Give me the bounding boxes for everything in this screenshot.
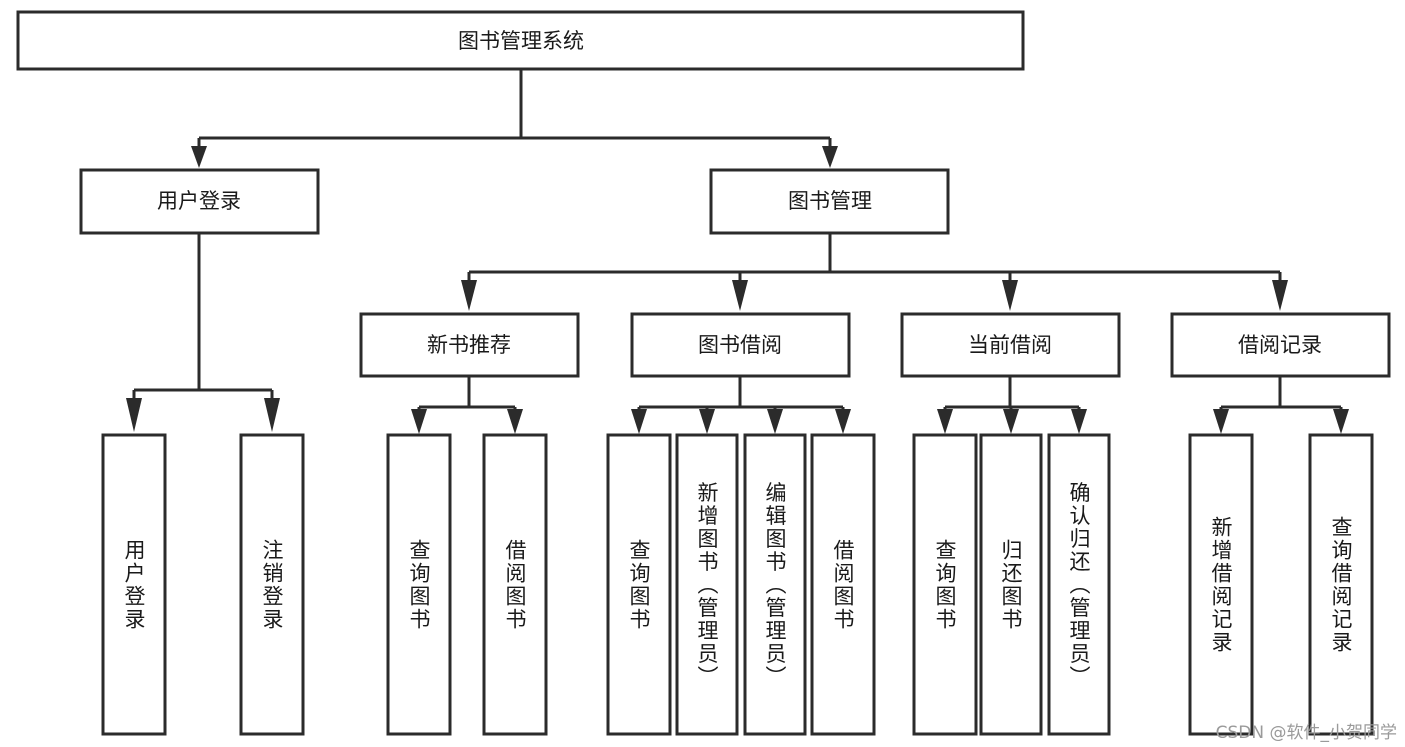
node-user-login-box[interactable] (79, 168, 320, 235)
connector-group-book-borrow (631, 376, 851, 434)
node-leaf-borrow-lend-book[interactable]: 借阅图书 (810, 433, 876, 736)
node-book-manage-box[interactable] (709, 168, 950, 235)
arrow-head-book-manage (822, 146, 838, 168)
node-leaf-borrow-edit-book-box[interactable] (743, 433, 807, 736)
arrow-head-leaf-rec-query-book (411, 409, 427, 434)
node-leaf-user-login-box[interactable] (101, 433, 167, 736)
node-leaf-rec-query-book-box[interactable] (386, 433, 452, 736)
node-leaf-user-logout-label: 注销登录 (260, 539, 284, 631)
node-leaf-rec-query-book-label: 查询图书 (407, 539, 431, 631)
node-leaf-borrow-lend-book-label: 借阅图书 (831, 539, 855, 631)
node-leaf-rec-add-record-box[interactable] (1188, 433, 1254, 736)
node-leaf-cur-confirm-return-box[interactable] (1047, 433, 1111, 736)
node-leaf-user-logout[interactable]: 注销登录 (239, 433, 305, 736)
node-new-book-recommend[interactable]: 新书推荐 (359, 312, 580, 378)
node-leaf-rec-borrow-book-box[interactable] (482, 433, 548, 736)
node-leaf-cur-confirm-return[interactable]: 确认归还（管理员） (1047, 433, 1111, 736)
node-book-manage[interactable]: 图书管理 (709, 168, 950, 235)
node-leaf-rec-query-record-label: 查询借阅记录 (1329, 516, 1353, 654)
connector-group-borrow-record (1213, 376, 1349, 434)
node-borrow-record[interactable]: 借阅记录 (1170, 312, 1391, 378)
node-new-book-recommend-label: 新书推荐 (427, 333, 511, 357)
node-root-box[interactable] (16, 10, 1025, 71)
node-book-borrow-box[interactable] (630, 312, 851, 378)
arrow-head-leaf-user-login (126, 398, 142, 432)
node-user-login-label: 用户登录 (157, 189, 241, 213)
node-leaf-borrow-edit-book[interactable]: 编辑图书（管理员） (743, 433, 807, 736)
arrow-head-leaf-borrow-edit-book (767, 409, 783, 434)
arrow-head-borrow-record (1272, 280, 1288, 311)
node-leaf-borrow-add-book[interactable]: 新增图书（管理员） (675, 433, 739, 736)
node-leaf-rec-borrow-book-label: 借阅图书 (503, 539, 527, 631)
node-root[interactable]: 图书管理系统 (16, 10, 1025, 71)
node-new-book-recommend-box[interactable] (359, 312, 580, 378)
arrow-head-book-borrow (732, 280, 748, 311)
arrow-head-leaf-cur-return-book (1003, 409, 1019, 434)
node-leaf-cur-query-book[interactable]: 查询图书 (912, 433, 978, 736)
arrow-head-leaf-rec-query-record (1333, 409, 1349, 434)
arrow-head-leaf-borrow-lend-book (835, 409, 851, 434)
node-leaf-borrow-query-book-label: 查询图书 (627, 539, 651, 631)
connector-group-current-borrow (937, 376, 1087, 434)
node-book-borrow[interactable]: 图书借阅 (630, 312, 851, 378)
node-leaf-borrow-query-book-box[interactable] (606, 433, 672, 736)
node-leaf-cur-query-book-label: 查询图书 (933, 539, 957, 631)
node-leaf-rec-query-record-box[interactable] (1308, 433, 1374, 736)
arrow-head-leaf-cur-confirm-return (1071, 409, 1087, 434)
arrow-head-leaf-rec-add-record (1213, 409, 1229, 434)
node-leaf-cur-return-book-box[interactable] (979, 433, 1043, 736)
connector-group-new-book-recommend (411, 376, 523, 434)
node-leaf-rec-query-record[interactable]: 查询借阅记录 (1308, 433, 1374, 736)
node-current-borrow-box[interactable] (900, 312, 1121, 378)
arrow-head-new-book-recommend (461, 280, 477, 311)
node-leaf-borrow-query-book[interactable]: 查询图书 (606, 433, 672, 736)
arrow-head-leaf-cur-query-book (937, 409, 953, 434)
node-leaf-user-logout-box[interactable] (239, 433, 305, 736)
node-root-label: 图书管理系统 (458, 29, 584, 53)
csdn-watermark: CSDN @软件_小贺同学 (1215, 723, 1397, 743)
node-borrow-record-label: 借阅记录 (1238, 333, 1322, 357)
node-leaf-rec-add-record[interactable]: 新增借阅记录 (1188, 433, 1254, 736)
node-leaf-borrow-edit-book-label: 编辑图书（管理员） (763, 482, 787, 689)
node-current-borrow[interactable]: 当前借阅 (900, 312, 1121, 378)
node-leaf-user-login[interactable]: 用户登录 (101, 433, 167, 736)
arrow-head-leaf-user-logout (264, 398, 280, 432)
node-user-login[interactable]: 用户登录 (79, 168, 320, 235)
node-leaf-user-login-label: 用户登录 (122, 539, 146, 631)
arrow-head-leaf-rec-borrow-book (507, 409, 523, 434)
arrow-head-user-login (191, 146, 207, 168)
connector-group-user-login (126, 233, 280, 432)
node-leaf-rec-query-book[interactable]: 查询图书 (386, 433, 452, 736)
connector-group-book-manage (461, 233, 1288, 311)
node-leaf-cur-return-book[interactable]: 归还图书 (979, 433, 1043, 736)
node-leaf-cur-return-book-label: 归还图书 (999, 539, 1023, 631)
node-leaf-cur-confirm-return-label: 确认归还（管理员） (1067, 482, 1091, 689)
node-book-manage-label: 图书管理 (788, 189, 872, 213)
arrow-head-current-borrow (1002, 280, 1018, 311)
node-leaf-borrow-add-book-box[interactable] (675, 433, 739, 736)
node-leaf-borrow-add-book-label: 新增图书（管理员） (695, 482, 719, 689)
node-leaf-rec-borrow-book[interactable]: 借阅图书 (482, 433, 548, 736)
node-leaf-borrow-lend-book-box[interactable] (810, 433, 876, 736)
node-leaf-cur-query-book-box[interactable] (912, 433, 978, 736)
node-borrow-record-box[interactable] (1170, 312, 1391, 378)
node-book-borrow-label: 图书借阅 (698, 333, 782, 357)
connector-group-root (191, 70, 838, 168)
node-current-borrow-label: 当前借阅 (968, 333, 1052, 357)
arrow-head-leaf-borrow-add-book (699, 409, 715, 434)
arrow-head-leaf-borrow-query-book (631, 409, 647, 434)
node-leaf-rec-add-record-label: 新增借阅记录 (1209, 516, 1233, 654)
